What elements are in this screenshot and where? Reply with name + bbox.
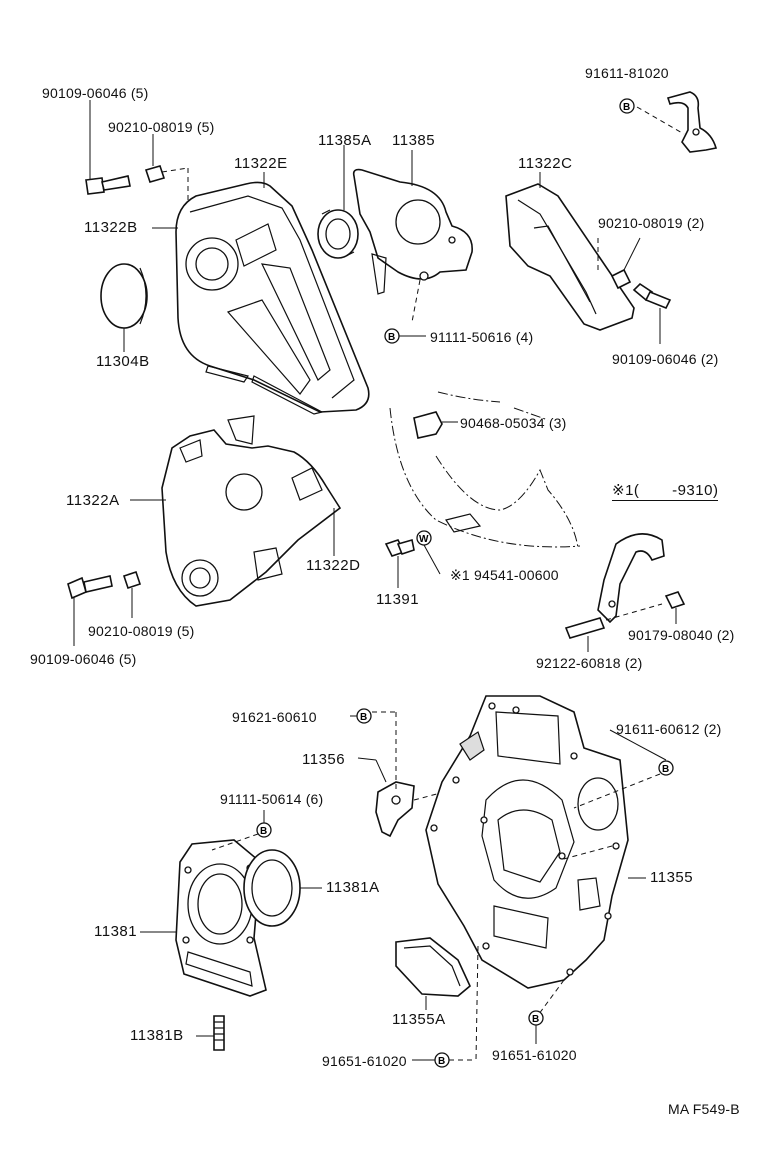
end-plate-11355 xyxy=(425,695,629,989)
badge-b-1: B xyxy=(619,98,635,114)
badge-b-5: B xyxy=(528,1010,544,1026)
badge-b-7: B xyxy=(256,822,272,838)
bolt-90109-b xyxy=(632,282,672,310)
label-92122-60818: 92122-60818 (2) xyxy=(536,655,643,671)
label-11322C: 11322C xyxy=(518,155,573,172)
bracket-hook xyxy=(597,533,665,624)
badge-b-3: B xyxy=(356,708,372,724)
stud-11381B xyxy=(213,1015,225,1051)
oil-seal-11381A xyxy=(243,849,301,927)
nut-90210-c xyxy=(122,570,142,590)
label-91611-60612: 91611-60612 (2) xyxy=(616,721,722,737)
label-11356: 11356 xyxy=(302,751,346,768)
cover-11322C xyxy=(505,183,635,331)
label-90210-08019-5a: 90210-08019 (5) xyxy=(108,119,215,135)
label-11391: 11391 xyxy=(376,591,420,608)
badge-b-4: B xyxy=(658,760,674,776)
label-91111-50616: 91111-50616 (4) xyxy=(430,329,534,345)
svg-text:B: B xyxy=(662,764,669,775)
svg-text:W: W xyxy=(419,534,429,545)
label-90109-06046-2: 90109-06046 (2) xyxy=(612,351,719,367)
note-1-range: ※1( -9310) xyxy=(612,482,719,501)
label-11381B: 11381B xyxy=(130,1027,184,1044)
badge-w: W xyxy=(416,530,432,546)
svg-text:B: B xyxy=(438,1056,445,1067)
label-94541-00600: ※1 94541-00600 xyxy=(450,567,559,583)
label-11322B: 11322B xyxy=(84,219,138,236)
label-91651-61020b: 91651-61020 xyxy=(492,1047,577,1063)
nut-90179 xyxy=(664,591,686,609)
svg-text:B: B xyxy=(388,332,395,343)
label-11355A: 11355A xyxy=(392,1011,446,1028)
label-91621-60610: 91621-60610 xyxy=(232,709,317,725)
label-11322E: 11322E xyxy=(234,155,288,172)
label-11385A: 11385A xyxy=(318,132,372,149)
bracket-91611-81020 xyxy=(666,91,718,153)
bolt-90109-c xyxy=(67,575,113,600)
label-11304B: 11304B xyxy=(96,353,150,370)
label-91611-81020: 91611-81020 xyxy=(585,65,669,81)
svg-text:B: B xyxy=(623,102,630,113)
sensor-11391 xyxy=(384,538,415,557)
label-11385: 11385 xyxy=(392,132,436,149)
timing-cover-upper xyxy=(175,181,370,415)
badge-b-6: B xyxy=(434,1052,450,1068)
figure-code: MA F549-B xyxy=(668,1101,740,1117)
label-91651-61020a: 91651-61020 xyxy=(322,1053,407,1069)
nut-90210-b xyxy=(610,268,632,290)
cap-11304B xyxy=(100,263,148,329)
nut-90210-a xyxy=(144,165,166,183)
label-90468-05034: 90468-05034 (3) xyxy=(460,415,567,431)
label-90210-08019-2: 90210-08019 (2) xyxy=(598,215,705,231)
bracket-11356 xyxy=(375,781,415,838)
label-11381: 11381 xyxy=(94,923,138,940)
timing-cover-lower xyxy=(161,415,342,607)
label-11355: 11355 xyxy=(650,869,694,886)
clip-90468 xyxy=(413,411,443,439)
seal-retainer-11381 xyxy=(175,839,267,997)
badge-b-2: B xyxy=(384,328,400,344)
label-90210-08019-5b: 90210-08019 (5) xyxy=(88,623,195,639)
label-91111-50614: 91111-50614 (6) xyxy=(220,791,324,807)
gasket-11385 xyxy=(352,168,473,295)
label-11381A: 11381A xyxy=(326,879,380,896)
svg-text:B: B xyxy=(260,826,267,837)
label-90179-08040: 90179-08040 (2) xyxy=(628,627,735,643)
bolt-90109-a xyxy=(85,175,131,195)
label-11322A: 11322A xyxy=(66,492,120,509)
stud-92122 xyxy=(564,617,606,639)
svg-text:B: B xyxy=(360,712,367,723)
label-11322D: 11322D xyxy=(306,557,361,574)
svg-text:B: B xyxy=(532,1014,539,1025)
cover-11355A xyxy=(395,937,471,997)
label-90109-06046-5a: 90109-06046 (5) xyxy=(42,85,149,101)
oil-seal-11385A xyxy=(317,209,359,259)
label-90109-06046-5b: 90109-06046 (5) xyxy=(30,651,137,667)
